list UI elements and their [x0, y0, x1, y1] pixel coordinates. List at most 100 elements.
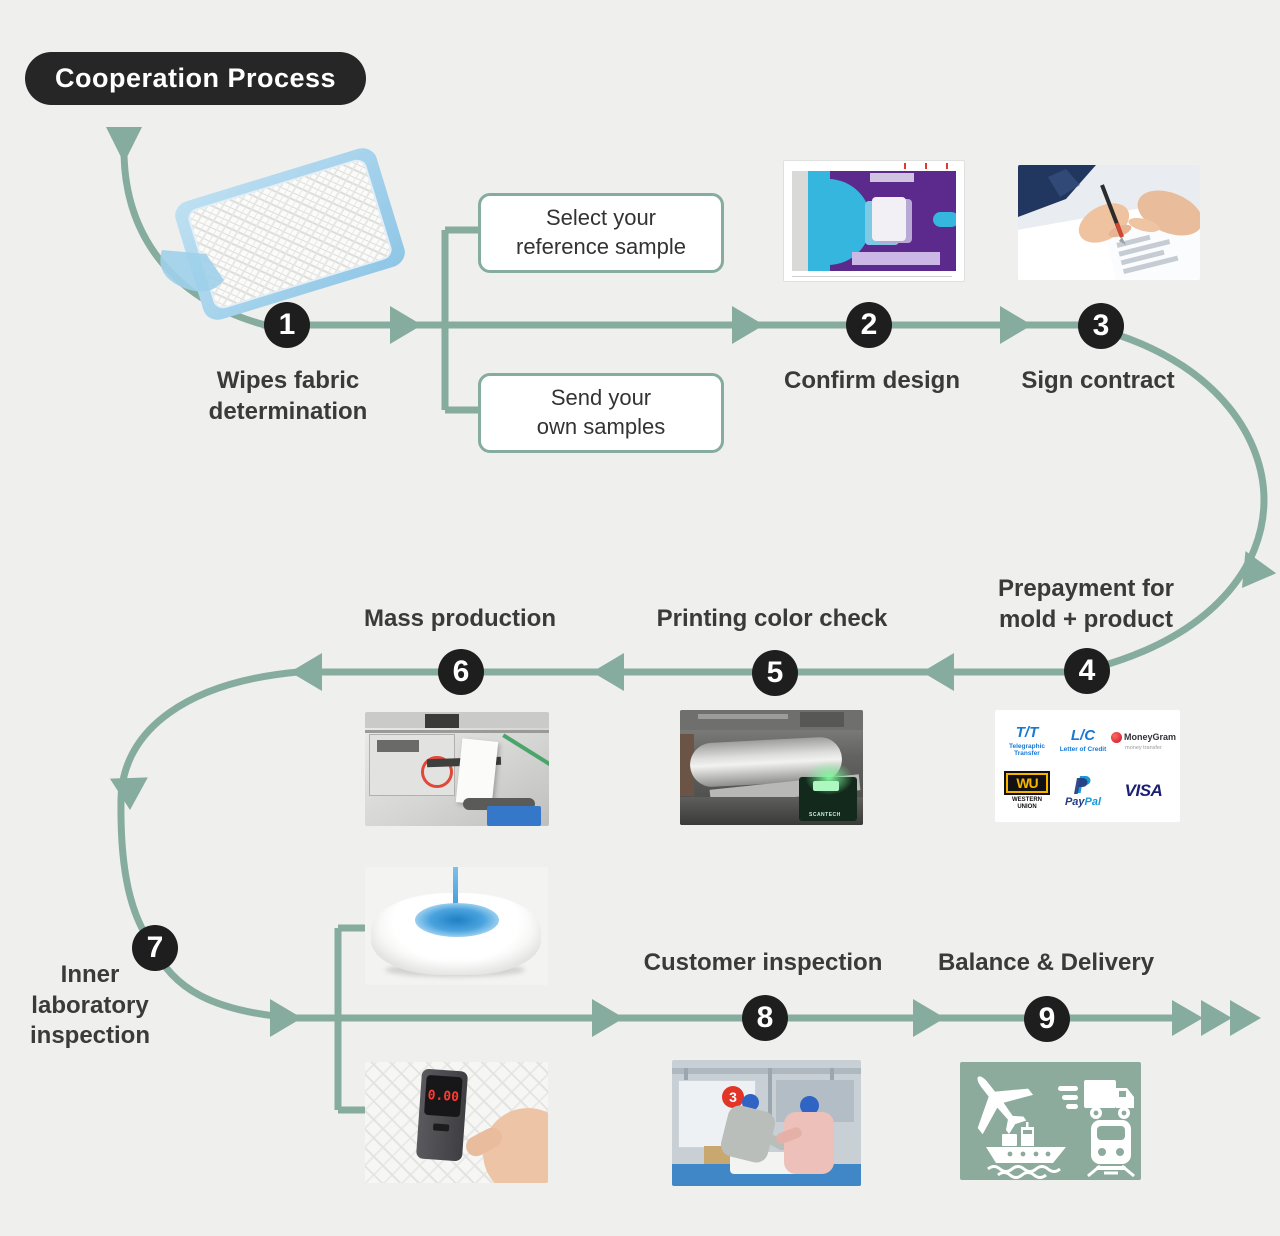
- arrowhead-icon: [106, 127, 142, 163]
- factory-post: [768, 1068, 772, 1128]
- payment-lc: L/C Letter of Credit: [1059, 727, 1107, 754]
- chevron-right-icon: [1201, 1000, 1232, 1036]
- sign-contract-graphic: [1018, 165, 1200, 280]
- step-label-5: Printing color check: [656, 605, 888, 632]
- red-roller-ring: [421, 756, 453, 788]
- arrowhead-icon: [592, 999, 624, 1037]
- paypal-icon: [1073, 775, 1091, 794]
- lc-logo: L/C: [1070, 727, 1096, 745]
- gauge-reading: 0.00: [427, 1087, 460, 1105]
- scanner-light: [813, 781, 839, 791]
- green-rod: [502, 733, 549, 767]
- western-union-logo: WU: [1003, 771, 1050, 796]
- option-own-samples: Send your own samples: [478, 373, 724, 453]
- connector-sample-bracket: [441, 226, 478, 414]
- step-label-6: Mass production: [363, 605, 557, 632]
- gauge-port: [432, 1123, 450, 1132]
- proof-cyan-strip: [808, 171, 830, 271]
- payment-tt: T/T Telegraphic Transfer: [1008, 723, 1045, 757]
- train-icon: [1087, 1120, 1135, 1178]
- liquid-stream: [453, 867, 458, 915]
- connector-right-curve: [1094, 330, 1268, 672]
- arrowhead-icon: [390, 306, 422, 344]
- arrowhead-icon: [922, 653, 954, 691]
- arrowhead-icon: [109, 777, 148, 810]
- factory-beam: [672, 1068, 861, 1074]
- proof-crop-mark: [925, 163, 927, 169]
- scanner-device: SCANTECH: [799, 761, 857, 821]
- proof-product-cluster: [872, 197, 906, 241]
- step-label-8: Customer inspection: [643, 949, 883, 976]
- connector-lab-bracket: [334, 924, 365, 1114]
- page-title: Cooperation Process: [25, 52, 367, 105]
- visa-logo: VISA: [1124, 781, 1163, 800]
- frame-left: [680, 734, 694, 796]
- payment-methods-panel: T/T Telegraphic Transfer L/C Letter of C…: [995, 710, 1180, 822]
- rail: [365, 730, 549, 733]
- step-label-1: Wipes fabric determination: [208, 367, 368, 425]
- step-circle-1: 1: [264, 302, 310, 348]
- tt-logo: T/T: [1015, 723, 1039, 741]
- arrowhead-icon: [1000, 306, 1032, 344]
- scanner-brand-label: SCANTECH: [809, 812, 841, 818]
- chevron-right-icon: [1172, 1000, 1203, 1036]
- machine-pipe: [698, 714, 788, 719]
- step-label-3: Sign contract: [1021, 367, 1175, 394]
- step-circle-4: 4: [1064, 648, 1110, 694]
- step-circle-7: 7: [132, 925, 178, 971]
- step-label-7: Inner laboratory inspection: [29, 961, 151, 1050]
- step-circle-9: 9: [1024, 996, 1070, 1042]
- step-circle-3: 3: [1078, 303, 1124, 349]
- mass-production-image: [365, 712, 549, 826]
- fabric-web: [455, 738, 499, 806]
- step-label-9: Balance & Delivery: [937, 949, 1155, 976]
- proof-barcode: [870, 173, 914, 182]
- connector-left-curve: [117, 668, 299, 1022]
- moneygram-globe-icon: [1110, 731, 1122, 743]
- sign-contract-image: [1018, 165, 1200, 280]
- customer-inspection-image: 3: [672, 1060, 861, 1186]
- truck-icon: [1058, 1080, 1134, 1119]
- step-circle-6: 6: [438, 649, 484, 695]
- step-label-2: Confirm design: [783, 367, 961, 394]
- paypal-wordmark: PayPal: [1064, 795, 1102, 808]
- machine-slot: [377, 740, 419, 752]
- proof-dimension-line: [792, 276, 952, 277]
- design-proof-image: [783, 160, 965, 282]
- proof-margin-strip: [792, 171, 808, 271]
- arrowhead-icon: [1242, 550, 1277, 588]
- option-reference-sample: Select your reference sample: [478, 193, 724, 273]
- pad-fold: [160, 250, 224, 292]
- delivery-icons-panel: [960, 1062, 1141, 1180]
- liquid-splash: [415, 903, 499, 937]
- worker2-body: [784, 1112, 834, 1174]
- delivery-icons-graphic: [977, 1076, 1135, 1179]
- blue-bin: [487, 806, 541, 826]
- proof-cyan-tab: [933, 212, 956, 227]
- proof-crop-mark: [904, 163, 906, 169]
- wipes-pad-graphic: [160, 148, 405, 320]
- arrowhead-icon: [592, 653, 624, 691]
- payment-western-union: WU WESTERN UNION: [1003, 771, 1050, 811]
- airplane-icon: [977, 1076, 1034, 1135]
- machine-block: [800, 712, 844, 727]
- payment-moneygram: MoneyGram money transfer: [1110, 731, 1176, 751]
- gauge-device: 0.00: [415, 1068, 469, 1162]
- arrowhead-icon: [290, 653, 322, 691]
- arrowhead-icon: [270, 999, 302, 1037]
- arrowhead-icon: [913, 999, 945, 1037]
- step-circle-5: 5: [752, 650, 798, 696]
- thickness-gauge-image: 0.00: [365, 1062, 548, 1183]
- machine-head: [425, 714, 459, 728]
- payment-visa: VISA: [1125, 781, 1163, 801]
- proof-text-box: [852, 252, 940, 265]
- chevron-right-icon: [1230, 1000, 1261, 1036]
- worker2-hairnet: [800, 1096, 819, 1115]
- payment-paypal: PayPal: [1065, 775, 1101, 808]
- step-label-4: Prepayment for mold + product: [997, 575, 1175, 633]
- proof-crop-mark: [946, 163, 948, 169]
- step-circle-8: 8: [742, 995, 788, 1041]
- step-circle-2: 2: [846, 302, 892, 348]
